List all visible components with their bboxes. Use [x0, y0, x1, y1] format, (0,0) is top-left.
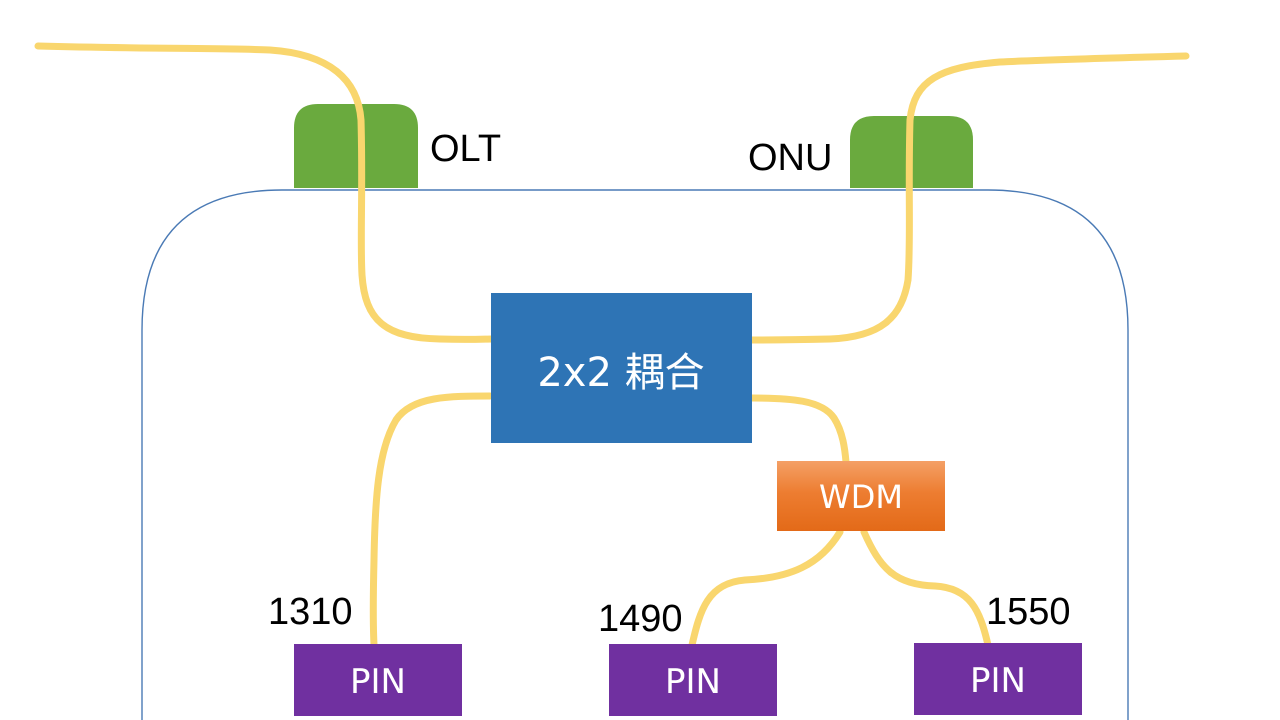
pin-1550-box	[914, 643, 1082, 715]
pin-1550-label: PIN	[970, 661, 1026, 701]
wdm-label: WDM	[819, 478, 903, 516]
wavelength-1550-label: 1550	[986, 591, 1071, 633]
pin-1310-label: PIN	[350, 662, 406, 702]
pin-1490-label: PIN	[665, 662, 721, 702]
coupler-box	[491, 293, 752, 443]
enclosure-outline	[141, 189, 1129, 720]
fiber-wdm-to-1550	[860, 528, 992, 649]
olt-label: OLT	[430, 128, 501, 170]
wavelength-1490-label: 1490	[598, 598, 683, 640]
wdm-box	[777, 461, 945, 531]
pin-1310-box	[294, 644, 462, 716]
coupler-label: 2x2 耦合	[537, 350, 704, 396]
pin-1490-box	[609, 644, 777, 716]
fiber-wdm-to-1490	[688, 528, 844, 649]
fiber-onu-in	[748, 52, 1190, 344]
fiber-coupler-to-1310	[369, 392, 494, 649]
olt-connector	[294, 104, 418, 188]
onu-label: ONU	[748, 137, 832, 179]
wavelength-1310-label: 1310	[268, 591, 353, 633]
fiber-olt-in	[34, 42, 496, 343]
fiber-coupler-to-wdm	[748, 394, 850, 466]
fiber-lines	[34, 42, 1190, 649]
